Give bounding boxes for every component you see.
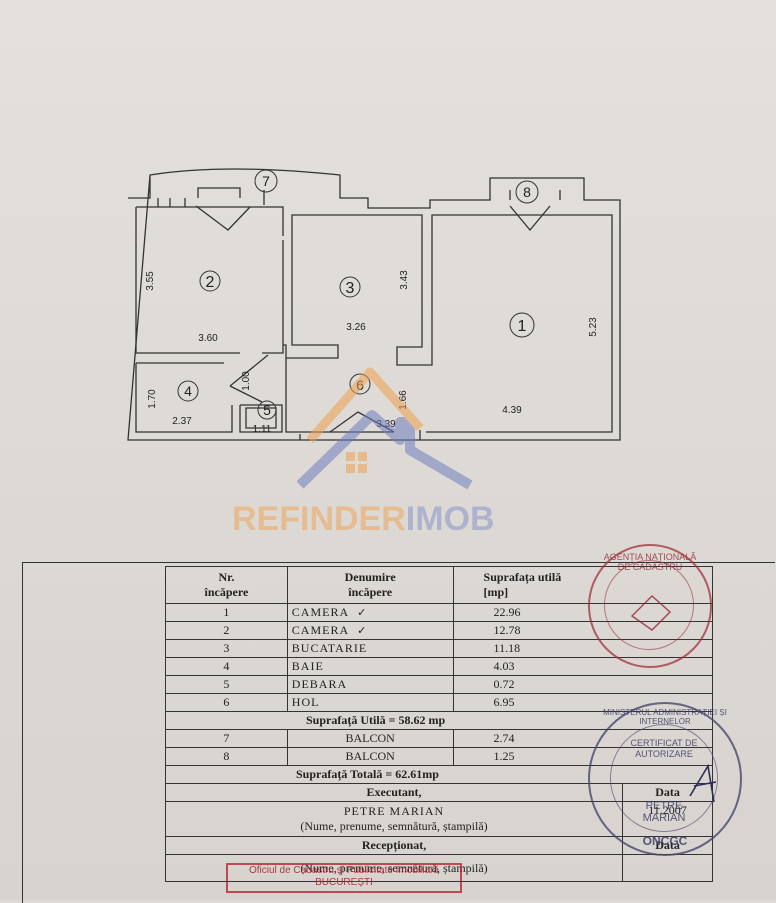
check-mark-icon: ✓ [357, 624, 368, 637]
watermark-house-icon [296, 367, 473, 490]
rectangular-office-stamp: Oficiul de Cadastru și Publicitate Imobi… [226, 863, 462, 893]
executant-note: (Nume, prenume, semnătură, ștampilă) [300, 819, 488, 833]
watermark-text: REFINDERIMOB [232, 500, 495, 538]
room-5-number: 5 [263, 402, 271, 418]
check-mark-icon: ✓ [357, 606, 368, 619]
signature-mark [689, 763, 717, 803]
hall-passage-width: 1.00 [241, 371, 252, 391]
floor-plan: 1 2 3 4 5 6 7 8 4.39 5.23 3.60 3.55 3.26… [127, 168, 621, 490]
room-6-depth: 1.66 [398, 390, 409, 410]
room-1-number: 1 [518, 318, 527, 335]
room-4-width: 2.37 [172, 416, 192, 427]
room-3-number: 3 [346, 280, 355, 297]
room-7-number: 7 [262, 173, 270, 189]
receptionat-note-row: (Nume, prenume, semnătură, ștampilă) [164, 854, 713, 882]
document-frame [22, 562, 775, 903]
room-1-width: 4.39 [502, 405, 522, 416]
room-3-length: 3.43 [399, 270, 410, 290]
round-red-stamp: AGENȚIA NAȚIONALĂ DE CADASTRU [588, 544, 712, 668]
table-row: 4 BAIE 4.03 [165, 657, 714, 676]
room-2-length: 3.55 [145, 271, 156, 291]
room-8-number: 8 [523, 184, 531, 200]
room-5-size: 1.11 [253, 424, 272, 435]
room-4-length: 1.70 [147, 389, 158, 409]
round-authorization-stamp: MINISTERUL ADMINISTRAȚIEI ȘI INTERNELOR … [588, 702, 742, 856]
room-3-width: 3.26 [346, 322, 366, 333]
table-row: 5 DEBARA 0.72 [165, 675, 714, 694]
header-nr: Nr.încăpere [165, 566, 288, 604]
room-2-width: 3.60 [198, 333, 218, 344]
stamp-emblem-icon [630, 594, 672, 631]
room-1-length: 5.23 [588, 317, 599, 337]
executant-name: PETRE MARIAN [343, 804, 445, 818]
room-4-number: 4 [184, 383, 192, 399]
room-2-number: 2 [206, 274, 215, 291]
